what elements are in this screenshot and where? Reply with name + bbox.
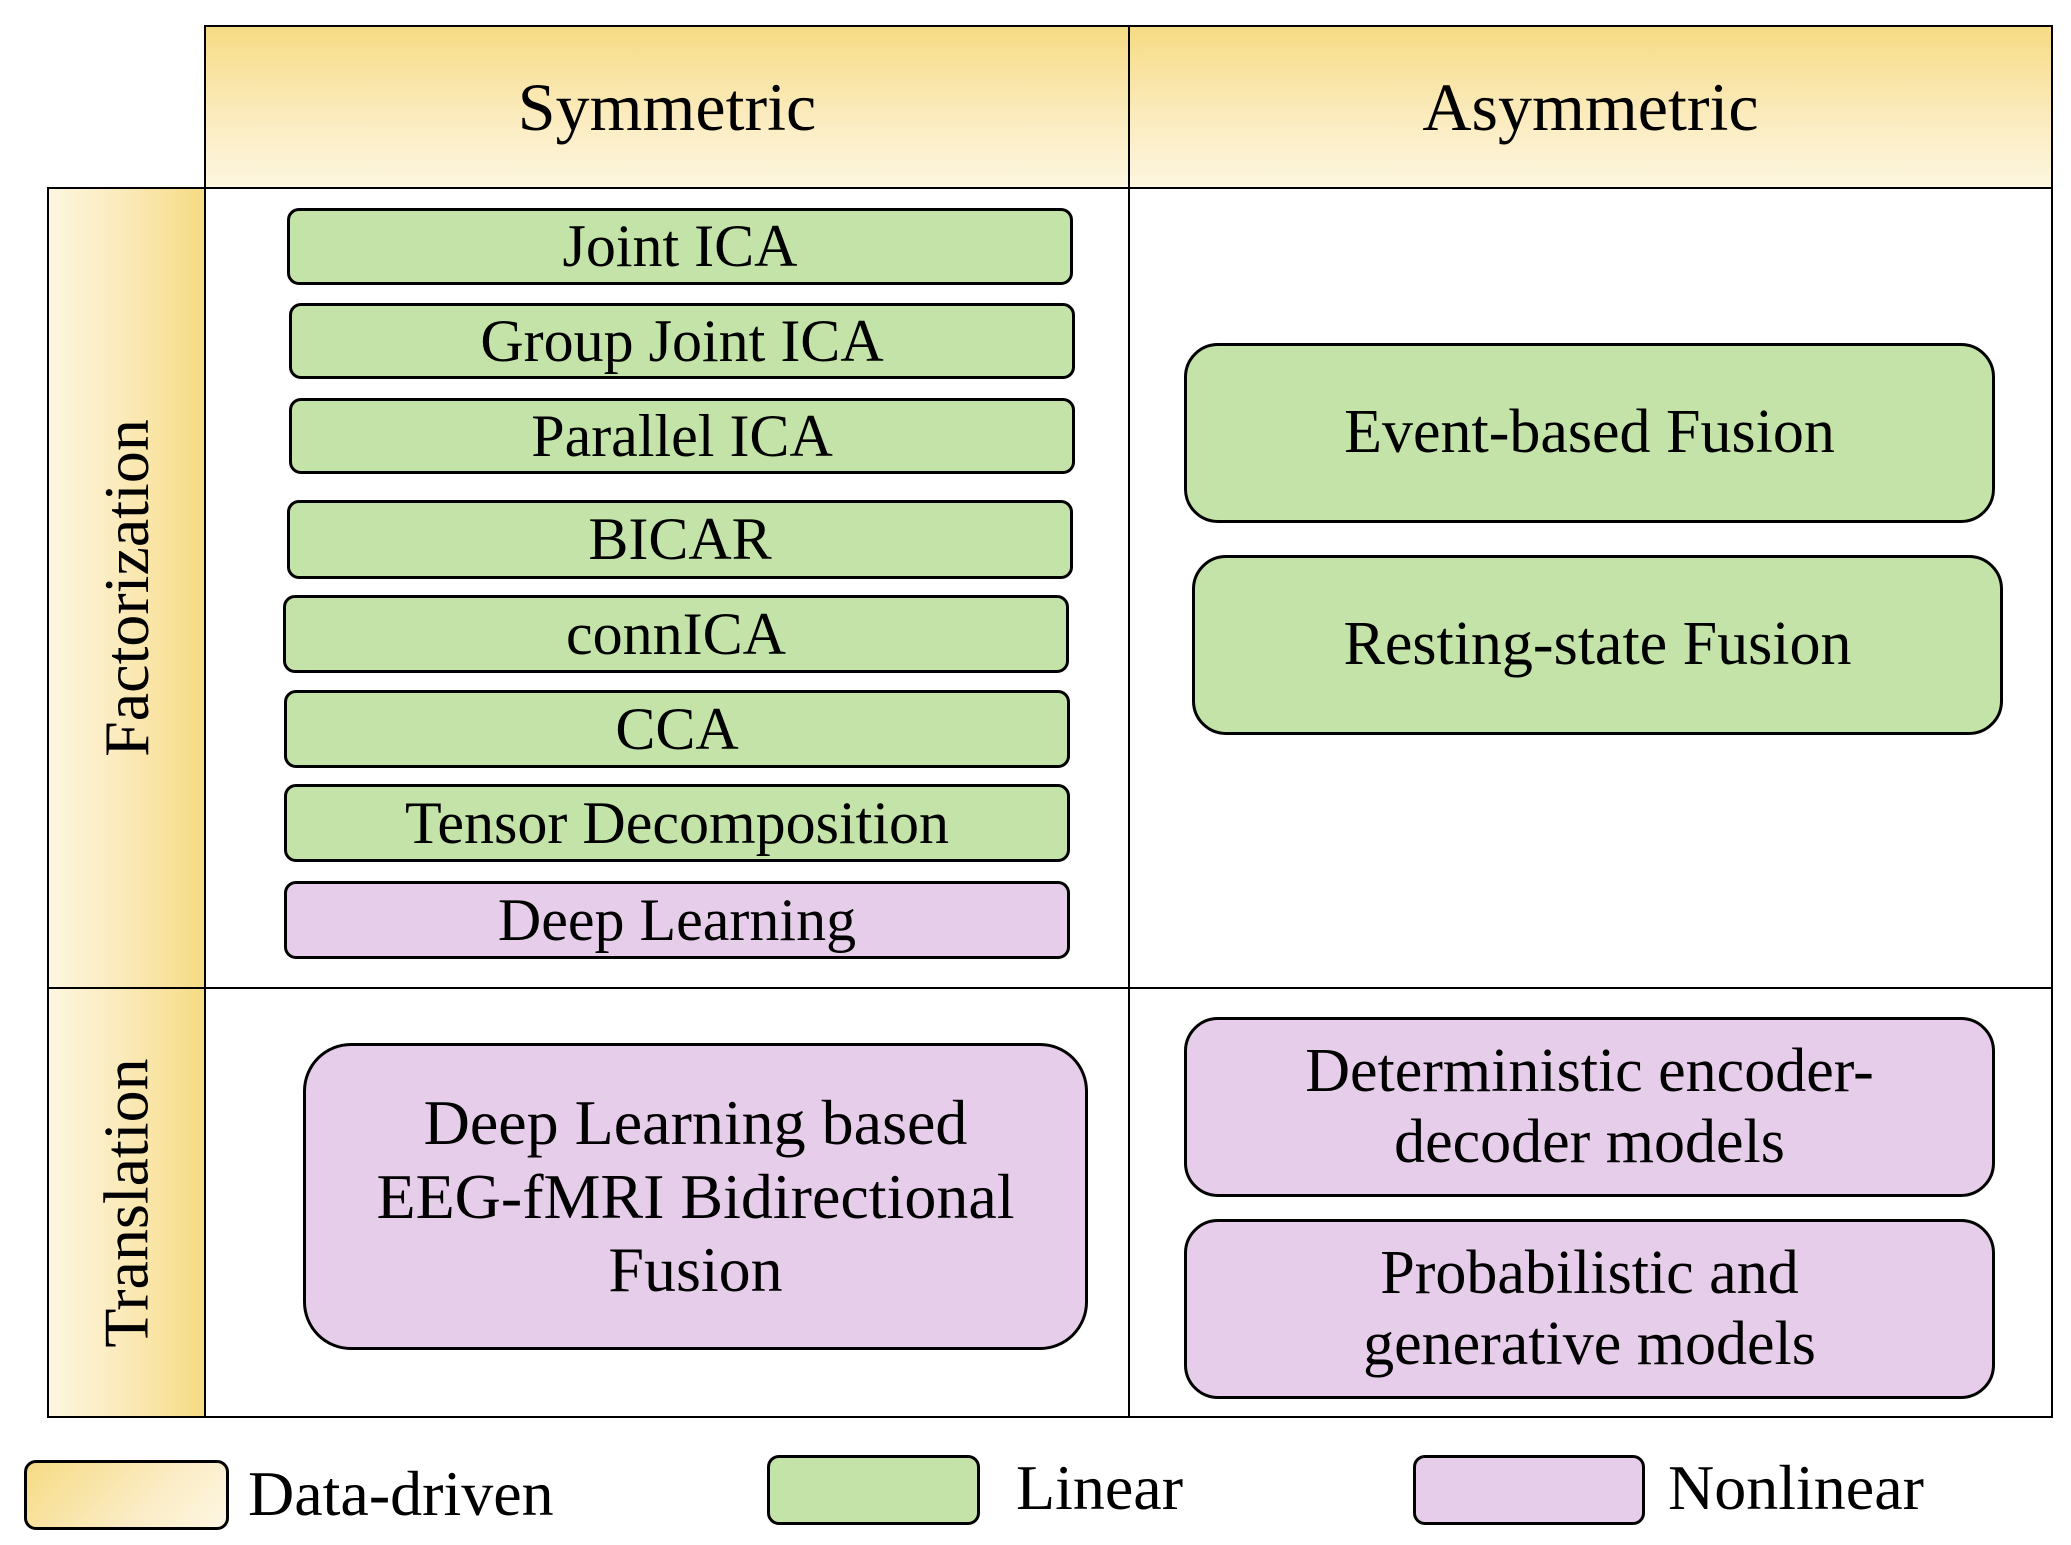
method-tensor-decomposition: Tensor Decomposition (284, 784, 1070, 862)
row-header-translation-label: Translation (90, 1057, 162, 1348)
method-probabilistic-generative-models: Probabilistic and generative models (1184, 1219, 1995, 1399)
method-connica: connICA (283, 595, 1069, 673)
legend-swatch-data-driven (24, 1460, 229, 1530)
method-joint-ica: Joint ICA (287, 208, 1073, 285)
method-parallel-ica: Parallel ICA (289, 398, 1075, 474)
method-resting-state-fusion: Resting-state Fusion (1192, 555, 2003, 735)
method-cca: CCA (284, 690, 1070, 768)
method-deep-learning-eeg-fmri-bidirectional-fusion: Deep Learning based EEG-fMRI Bidirection… (303, 1043, 1088, 1350)
column-header-asymmetric: Asymmetric (1128, 25, 2053, 189)
column-header-symmetric: Symmetric (204, 25, 1130, 189)
legend-label-linear: Linear (1016, 1452, 1183, 1523)
row-header-translation: Translation (47, 987, 206, 1418)
method-deterministic-encoder-decoder-models: Deterministic encoder- decoder models (1184, 1017, 1995, 1197)
row-header-factorization-label: Factorization (90, 419, 162, 757)
row-header-factorization: Factorization (47, 187, 206, 989)
column-header-asymmetric-label: Asymmetric (1422, 68, 1759, 145)
legend-label-data-driven: Data-driven (248, 1458, 554, 1529)
method-bicar: BICAR (287, 500, 1073, 579)
method-event-based-fusion: Event-based Fusion (1184, 343, 1995, 523)
legend-swatch-nonlinear (1413, 1455, 1645, 1525)
legend-label-nonlinear: Nonlinear (1668, 1452, 1924, 1523)
cell-translation-asymmetric (1128, 987, 2053, 1418)
method-group-joint-ica: Group Joint ICA (289, 303, 1075, 379)
column-header-symmetric-label: Symmetric (517, 68, 817, 145)
legend-swatch-linear (767, 1455, 980, 1525)
method-deep-learning: Deep Learning (284, 881, 1070, 959)
